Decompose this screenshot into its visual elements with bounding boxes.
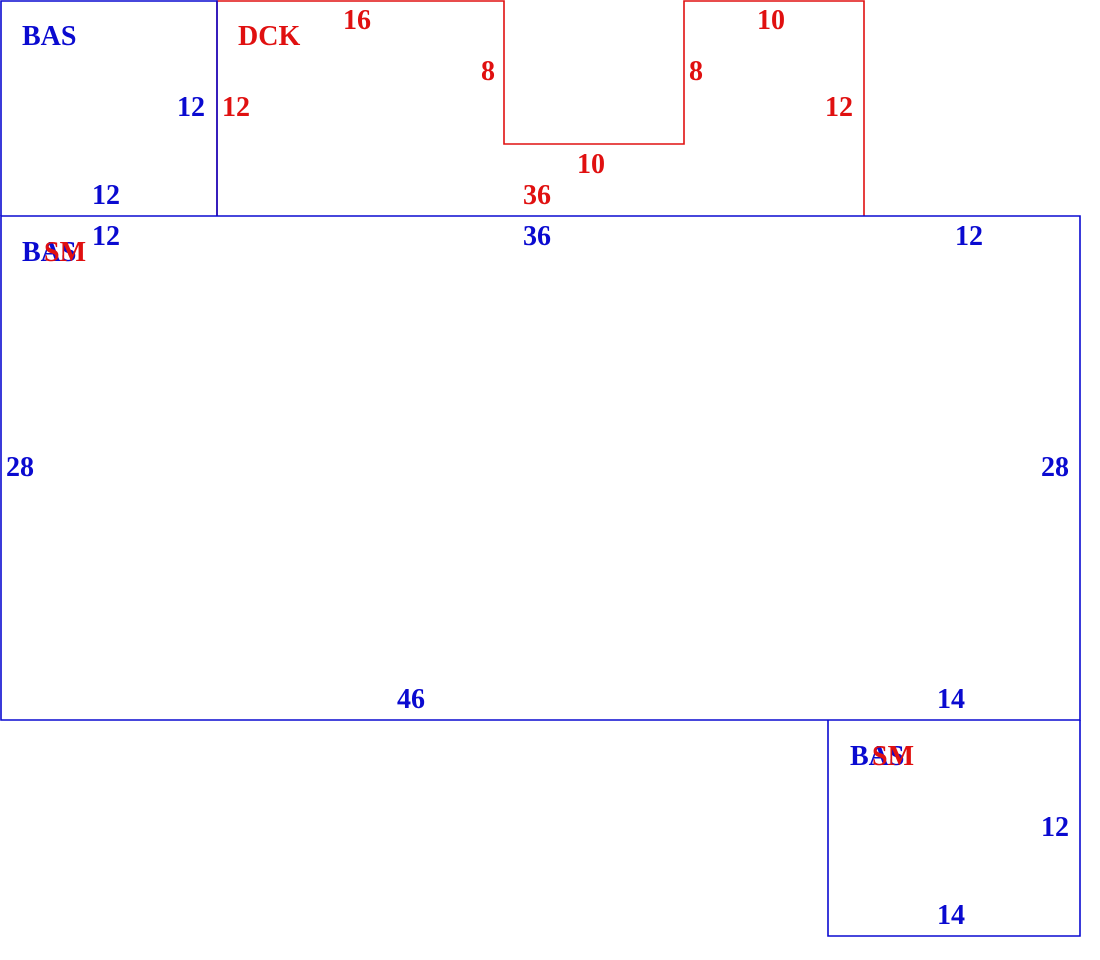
bas-main-dim-right: 28 bbox=[1041, 452, 1069, 483]
deck-label: DCK bbox=[238, 21, 300, 52]
deck-outline bbox=[216, 0, 865, 216]
bas-upper-left-label: BAS bbox=[22, 21, 76, 52]
bas-main-dim-top-middle: 36 bbox=[523, 221, 551, 252]
bas-lower-right-outline bbox=[827, 720, 1081, 937]
deck-dim-notch-left: 8 bbox=[481, 56, 495, 87]
deck-dim-top-right: 10 bbox=[757, 5, 785, 36]
deck-dim-notch-right: 8 bbox=[689, 56, 703, 87]
deck-dim-right: 12 bbox=[825, 92, 853, 123]
bas-lower-right-dim-bottom: 14 bbox=[937, 900, 965, 931]
bas-lower-right-overlay-label: SM bbox=[872, 741, 914, 772]
bas-upper-left-dim-right: 12 bbox=[177, 92, 205, 123]
bas-upper-left-dim-bottom: 12 bbox=[92, 180, 120, 211]
bas-main-dim-top-left: 12 bbox=[92, 221, 120, 252]
bas-main-dim-bottom: 46 bbox=[397, 684, 425, 715]
deck-dim-left: 12 bbox=[222, 92, 250, 123]
deck-dim-bottom: 36 bbox=[523, 180, 551, 211]
bas-upper-left-outline bbox=[0, 0, 218, 216]
bas-lower-right-dim-right: 12 bbox=[1041, 812, 1069, 843]
bas-main-dim-left: 28 bbox=[6, 452, 34, 483]
bas-main-dim-bottom-right: 14 bbox=[937, 684, 965, 715]
bas-lower-right-label: BAS bbox=[850, 741, 904, 772]
bas-main-dim-top-right: 12 bbox=[955, 221, 983, 252]
deck-dim-notch-bottom: 10 bbox=[577, 149, 605, 180]
bas-main-label: BAS bbox=[22, 237, 76, 268]
bas-main-overlay-label: SM bbox=[44, 237, 86, 268]
deck-dim-top-left: 16 bbox=[343, 5, 371, 36]
